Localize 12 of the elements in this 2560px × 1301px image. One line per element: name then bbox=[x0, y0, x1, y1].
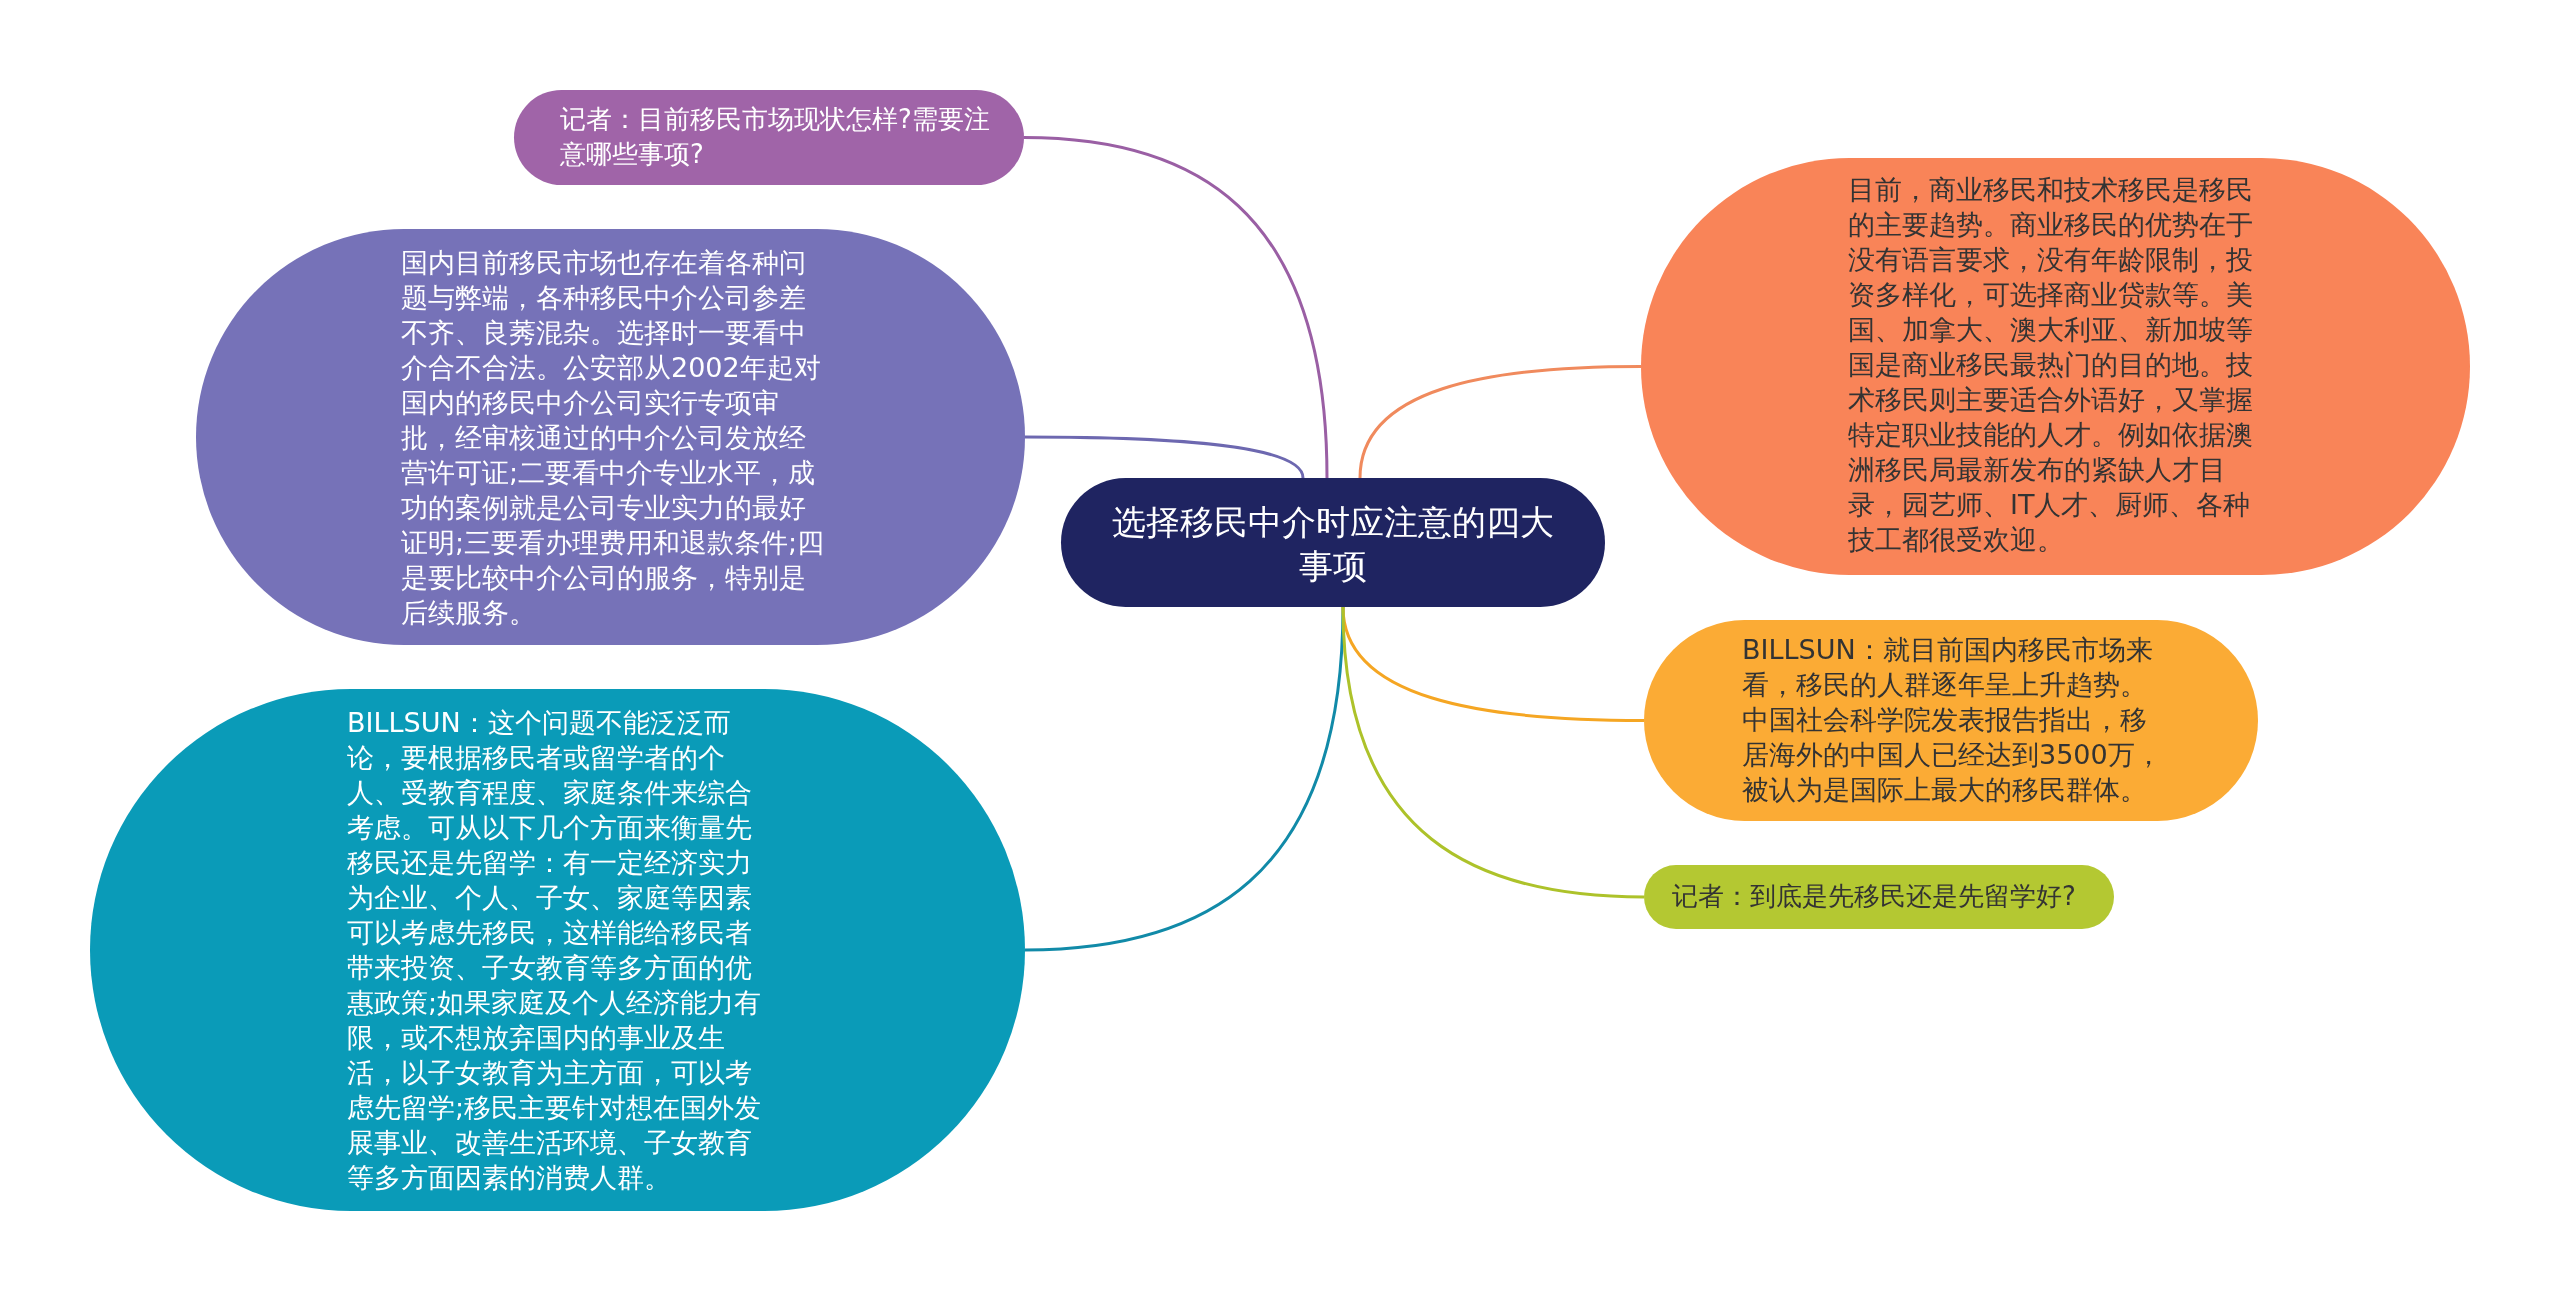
connector-line bbox=[1024, 606, 1345, 952]
connector-line bbox=[1358, 365, 1641, 479]
node-text: 国内目前移民市场也存在着各种问题与弊端，各种移民中介公司参差不齐、良莠混杂。选择时一要看中介合不合法。公安部从2002年起对国内的移民中介公司实行专项审批，经审核通过的中介公司发放经营许可证;二要看中介专业水平，成功的案例就是公司专业实力的最好证明;三要看办理费用和退款条件;四是要比较中介公司的服务，特别是后续服务。 bbox=[401, 246, 826, 630]
node-text: BILLSUN：这个问题不能泛泛而论，要根据移民者或留学者的个人、受教育程度、家庭条件来综合考虑。可从以下几个方面来衡量先移民还是先留学：有一定经济实力为企业、个人、子女、家庭等因素可以考虑先移民，这样能给移民者带来投资、子女教育等多方面的优惠政策;如果家庭及个人经济能力有限，或不想放弃国内的事业及生活，以子女教育为主方面，可以考虑先留学;移民主要针对想在国外发展事业、改善生活环境、子女教育等多方面因素的消费人群。 bbox=[347, 706, 763, 1195]
node-text: BILLSUN：就目前国内移民市场来看，移民的人群逐年呈上升趋势。中国社会科学院发表报告指出，移居海外的中国人已经达到3500万，被认为是国际上最大的移民群体。 bbox=[1742, 633, 2162, 807]
node-text: 记者：目前移民市场现状怎样?需要注意哪些事项? bbox=[560, 103, 990, 171]
node-text: 目前，商业移民和技术移民是移民的主要趋势。商业移民的优势在于没有语言要求，没有年龄限制，投资多样化，可选择商业贷款等。美国、加拿大、澳大利亚、新加坡等国是商业移民最热门的目的地。技术移民则主要适合外语好，又掌握特定职业技能的人才。例如依据澳洲移民局最新发布的紧缺人才目录，园艺师、IT人才、厨师、各种技工都很受欢迎。 bbox=[1848, 173, 2254, 557]
connector-line bbox=[1025, 435, 1305, 479]
connector-line bbox=[1023, 136, 1329, 479]
node-text: 选择移民中介时应注意的四大事项 bbox=[1111, 501, 1555, 588]
connector-line bbox=[1341, 606, 1645, 899]
node-text: 记者：到底是先移民还是先留学好? bbox=[1672, 880, 2077, 913]
